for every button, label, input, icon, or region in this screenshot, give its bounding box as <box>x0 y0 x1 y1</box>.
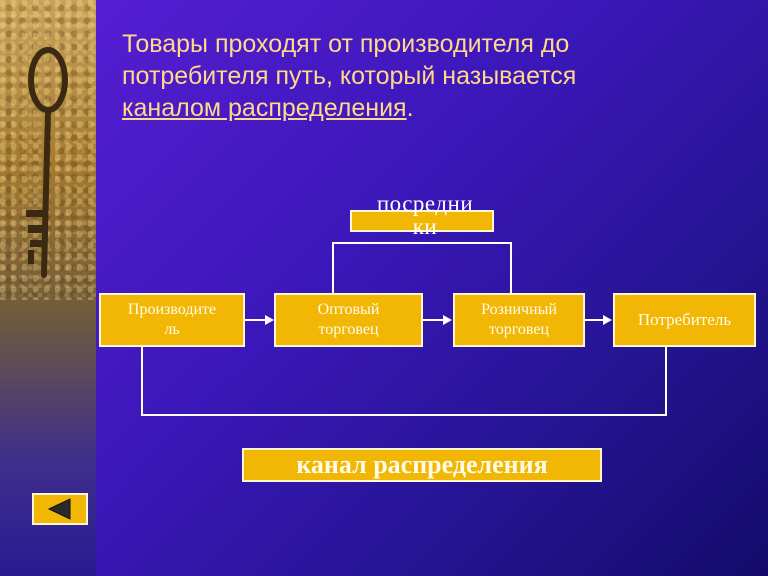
intermediaries-box <box>350 210 494 232</box>
producer-box: Производите ль <box>99 293 245 347</box>
title-underlined-term: каналом распределения <box>122 94 407 122</box>
wholesaler-label-line1: Оптовый <box>317 301 380 318</box>
arrow-producer-to-wholesaler <box>245 315 274 325</box>
title-line-1: Товары проходят от производителя до <box>122 30 570 58</box>
connector-top-horizontal <box>332 242 512 244</box>
retailer-box: Розничный торговец <box>453 293 585 347</box>
retailer-label-line2: торговец <box>488 321 550 338</box>
connector-bottom-left-vertical <box>141 347 143 416</box>
arrow-retailer-to-consumer <box>585 315 612 325</box>
producer-label-line2: ль <box>164 321 180 338</box>
back-button[interactable] <box>32 493 88 525</box>
arrow-wholesaler-to-retailer <box>423 315 452 325</box>
title-period: . <box>406 94 414 122</box>
retailer-label-line1: Розничный <box>481 301 557 318</box>
intermediaries-label-part1: посредни <box>376 191 474 216</box>
consumer-label: Потребитель <box>637 310 732 329</box>
connector-top-right-vertical <box>510 242 512 293</box>
slide-title: Товары проходят от производителя до потр… <box>122 28 742 124</box>
wholesaler-box: Оптовый торговец <box>274 293 423 347</box>
consumer-box: Потребитель <box>613 293 756 347</box>
producer-label-line1: Производите <box>127 301 217 318</box>
title-line-3: каналом распределения. <box>122 92 742 124</box>
intermediaries-label-part2: ки <box>412 214 438 239</box>
wholesaler-label-line2: торговец <box>318 321 379 338</box>
key-icon <box>26 47 68 278</box>
back-arrow-icon <box>47 498 71 520</box>
intermediaries-label: посредни ки <box>350 192 500 238</box>
connector-bottom-horizontal <box>141 414 667 416</box>
distribution-channel-label: канал распределения <box>242 448 602 482</box>
side-panel <box>0 0 96 576</box>
connector-bottom-right-vertical <box>665 347 667 416</box>
title-line-2: потребителя путь, который называется <box>122 62 577 90</box>
connector-top-left-vertical <box>332 242 334 293</box>
